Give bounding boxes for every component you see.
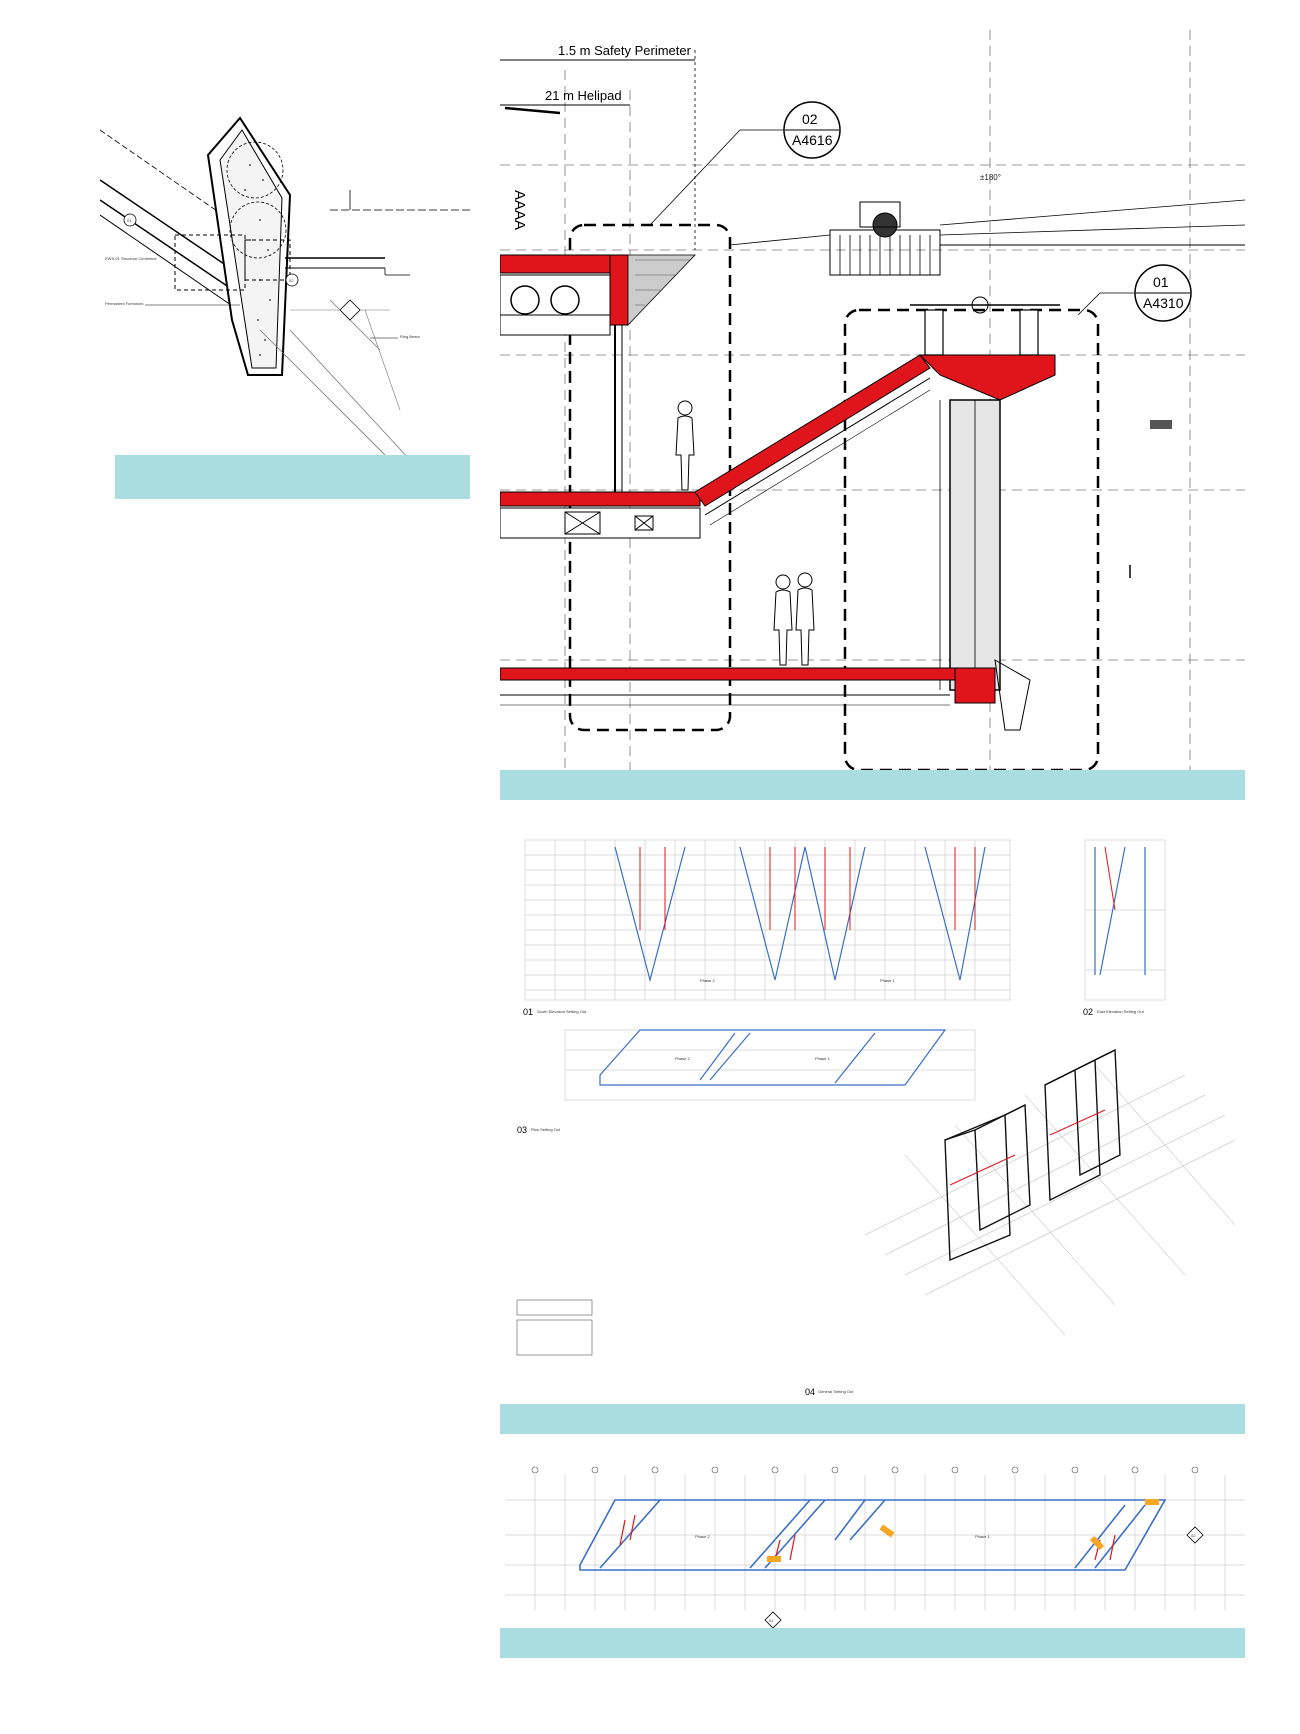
callout-b-sheet: A4310 xyxy=(1143,295,1184,311)
rotation-label: ±180° xyxy=(980,173,1001,182)
label-structure: EWS-01 Structure Centreline xyxy=(105,256,157,261)
section-drawing: 1.5 m Safety Perimeter 21 m Helipad 02 A… xyxy=(499,30,1246,772)
view-02-title: East Elevation Setting Out xyxy=(1097,1009,1145,1014)
section-drawing-panel: 1.5 m Safety Perimeter 21 m Helipad 02 A… xyxy=(499,30,1246,772)
plan-marker-01 xyxy=(764,1611,782,1629)
dimension-helipad: 21 m Helipad xyxy=(545,88,622,103)
detail-drawing-panel: EWS-01 Structure Centreline Permanent Fo… xyxy=(99,100,470,461)
dimension-safety-perimeter: 1.5 m Safety Perimeter xyxy=(558,43,692,58)
label-formwork: Permanent Formwork xyxy=(105,301,143,306)
caption-bar-setting-out xyxy=(500,1404,1245,1434)
callout-a-sheet: A4616 xyxy=(792,132,833,148)
setting-out-drawing: Phase 2 Phase 1 01 South Elevation Setti… xyxy=(516,839,1236,1397)
person-figure-3 xyxy=(795,572,815,666)
view-01-number: 01 xyxy=(523,1007,533,1017)
callout-a-number: 02 xyxy=(802,111,818,127)
plan-phase-label-1: Phase 2 xyxy=(695,1534,710,1539)
view-04-title: General Setting Out xyxy=(818,1389,854,1394)
view-03-title: Plan Setting Out xyxy=(531,1127,561,1132)
plan-panel: Phase 2 Phase 1 01 02 xyxy=(505,1460,1245,1635)
caption-bar-plan xyxy=(500,1628,1245,1658)
view-02-number: 02 xyxy=(1083,1007,1093,1017)
bubble-02: 02 xyxy=(289,278,294,283)
setting-out-panel: Phase 2 Phase 1 01 South Elevation Setti… xyxy=(505,815,1245,1405)
level-marker xyxy=(1150,420,1172,429)
phase-label-2: Phase 1 xyxy=(880,978,895,983)
phase-label-1: Phase 2 xyxy=(700,978,715,983)
label-ring-beam: Ring Beam xyxy=(400,334,420,339)
plan-drawing: Phase 2 Phase 1 01 02 xyxy=(505,1466,1245,1629)
view-01-title: South Elevation Setting Out xyxy=(537,1009,587,1014)
plan-phase-1: Phase 2 xyxy=(675,1056,690,1061)
view-04-number: 04 xyxy=(805,1387,815,1397)
plan-marker-02-label: 02 xyxy=(1191,1533,1196,1538)
callout-b-number: 01 xyxy=(1153,274,1169,290)
plan-phase-2: Phase 1 xyxy=(815,1056,830,1061)
plan-marker-01-label: 01 xyxy=(769,1618,774,1623)
detail-drawing: EWS-01 Structure Centreline Permanent Fo… xyxy=(99,116,470,461)
plan-phase-label-2: Phase 1 xyxy=(975,1534,990,1539)
plan-marker-02 xyxy=(1186,1526,1204,1544)
helipad-marking: AAAA xyxy=(511,190,528,230)
person-figure-1 xyxy=(675,400,695,491)
caption-bar-section xyxy=(500,770,1245,800)
caption-bar-detail xyxy=(115,455,470,499)
bubble-01: 01 xyxy=(127,218,132,223)
person-figure-2 xyxy=(773,574,793,666)
view-03-number: 03 xyxy=(517,1125,527,1135)
